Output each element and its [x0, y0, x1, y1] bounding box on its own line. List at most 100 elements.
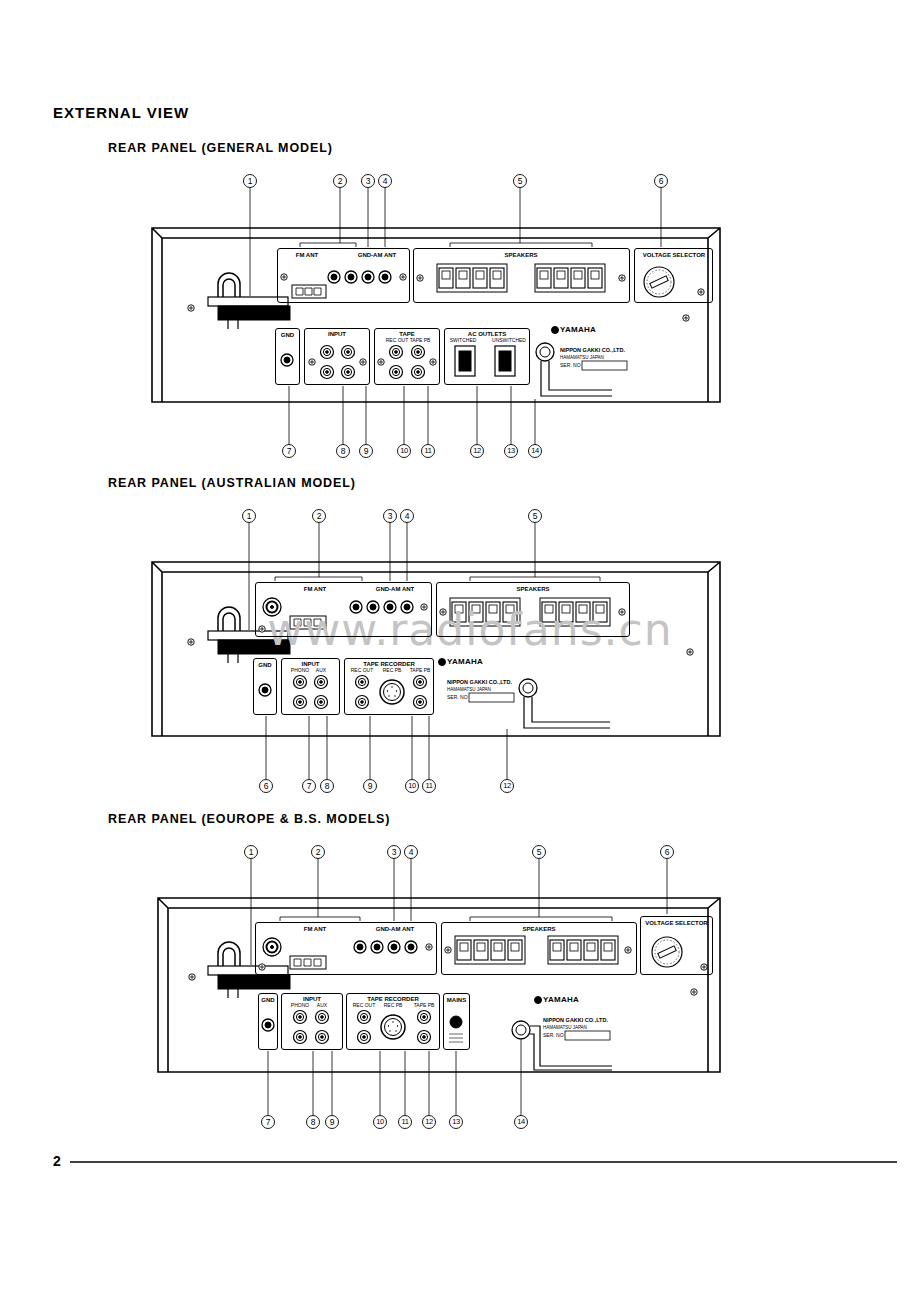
- callout-circle: [303, 780, 316, 793]
- callout-number: 10: [400, 447, 408, 455]
- screw: [417, 275, 423, 281]
- section-label: REC OUT: [351, 668, 374, 673]
- section-label: AC OUTLETS: [468, 331, 506, 337]
- screw: [259, 964, 265, 970]
- callout-circle: [406, 780, 419, 793]
- speaker-terminal: [439, 268, 453, 288]
- cord-grommet: [512, 1021, 530, 1039]
- chassis-outline: [152, 228, 720, 402]
- binding-post: [371, 941, 383, 953]
- callout-circle: [360, 445, 373, 458]
- leader-lines: [250, 188, 661, 445]
- callout-number: 9: [364, 447, 369, 456]
- callout-circle: [260, 780, 273, 793]
- cord-grommet: [536, 343, 554, 361]
- panel-heading: REAR PANEL (EOUROPE & B.S. MODELS): [108, 813, 390, 826]
- callout-number: 7: [307, 782, 312, 791]
- speaker-terminal: [571, 268, 585, 288]
- voltage-selector-knob: [644, 267, 674, 297]
- screw: [281, 274, 287, 280]
- binding-post: [405, 941, 417, 953]
- outlet-face: [499, 351, 511, 371]
- callout-circle: [398, 445, 411, 458]
- panel-section: GND: [275, 328, 300, 385]
- panel-section: FM ANTGND-AM ANT: [277, 248, 410, 303]
- callout-number: 2: [317, 512, 322, 521]
- section-label: TAPE PB: [414, 1003, 435, 1008]
- section-label: REC OUT: [353, 1003, 376, 1008]
- section-label: INPUT: [328, 331, 346, 337]
- yamaha-logo: [439, 659, 446, 666]
- callout-circle: [374, 1116, 387, 1129]
- maker-city: HAMAMATSU JAPAN: [560, 356, 604, 361]
- callout-number: 11: [425, 782, 432, 790]
- speaker-terminal: [457, 940, 471, 960]
- screw: [430, 359, 436, 365]
- rca-jack: [294, 696, 307, 709]
- section-label: REC PB: [384, 1003, 403, 1008]
- panel-section: FM ANTGND-AM ANT: [255, 582, 432, 637]
- cord-grommet: [519, 679, 537, 697]
- section-label: UNSWITCHED: [492, 338, 526, 343]
- callout-number: 8: [325, 782, 330, 791]
- serial-label: SER. NO: [560, 363, 581, 368]
- footer-rule: [70, 1161, 897, 1163]
- panel-section: INPUTPHONOAUX: [281, 993, 343, 1050]
- screw: [625, 947, 631, 953]
- callout-circle: [399, 1116, 412, 1129]
- strip-terminals: [294, 959, 321, 966]
- fuse-holder: [450, 1016, 462, 1028]
- rca-jack: [412, 346, 425, 359]
- rca-jack: [356, 696, 369, 709]
- rca-jack: [414, 676, 427, 689]
- rca-jack: [414, 696, 427, 709]
- chassis-outline: [158, 898, 720, 1072]
- callout-circle: [529, 510, 542, 523]
- section-label: VOLTAGE SELECTOR: [643, 252, 705, 258]
- callout-number: 10: [408, 782, 416, 790]
- section-label: REC PB: [383, 668, 402, 673]
- callout-circle: [321, 780, 334, 793]
- power-cord: [524, 697, 610, 728]
- speaker-terminal: [584, 940, 598, 960]
- maker-name: NIPPON GAKKI CO.,LTD.: [560, 348, 625, 354]
- callout-number: 3: [366, 177, 371, 186]
- panel-section: MAINS: [443, 993, 470, 1050]
- panel-heading: REAR PANEL (GENERAL MODEL): [108, 142, 333, 155]
- callout-circle: [262, 1116, 275, 1129]
- callout-number: 8: [341, 447, 346, 456]
- chassis-outline: [152, 562, 720, 736]
- screw: [426, 944, 432, 950]
- panel-section: SPEAKERS: [441, 922, 637, 975]
- screw: [683, 315, 689, 321]
- panel-section: GND: [258, 993, 278, 1050]
- callout-circle: [514, 175, 527, 188]
- rca-jack: [412, 366, 425, 379]
- callout-circle: [313, 510, 326, 523]
- panel-section: TAPEREC OUTTAPE PB: [374, 328, 440, 385]
- terminal-group: [548, 936, 618, 964]
- section-label: SPEAKERS: [522, 926, 555, 932]
- section-label: PHONO: [291, 1003, 309, 1008]
- rca-jack: [294, 1031, 307, 1044]
- binding-post: [388, 941, 400, 953]
- callout-circle: [423, 1116, 436, 1129]
- callout-number: 4: [409, 848, 414, 857]
- yamaha-logo: [552, 327, 559, 334]
- rca-jack: [418, 1031, 431, 1044]
- panel-section: INPUTPHONOAUX: [281, 658, 340, 715]
- callout-number: 1: [249, 848, 254, 857]
- maker-name: NIPPON GAKKI CO.,LTD.: [447, 680, 512, 686]
- callout-circle: [655, 175, 668, 188]
- speaker-terminal: [588, 268, 602, 288]
- maker-name: NIPPON GAKKI CO.,LTD.: [543, 1018, 608, 1024]
- callout-circle: [529, 445, 542, 458]
- callout-number: 2: [316, 848, 321, 857]
- binding-post: [362, 271, 374, 283]
- antenna-strip: [292, 285, 326, 298]
- mains-marking: [449, 1034, 463, 1042]
- callout-number: 14: [531, 447, 539, 455]
- maker-city: HAMAMATSU JAPAN: [543, 1026, 587, 1031]
- callout-number: 1: [247, 512, 252, 521]
- binding-post: [262, 1019, 274, 1031]
